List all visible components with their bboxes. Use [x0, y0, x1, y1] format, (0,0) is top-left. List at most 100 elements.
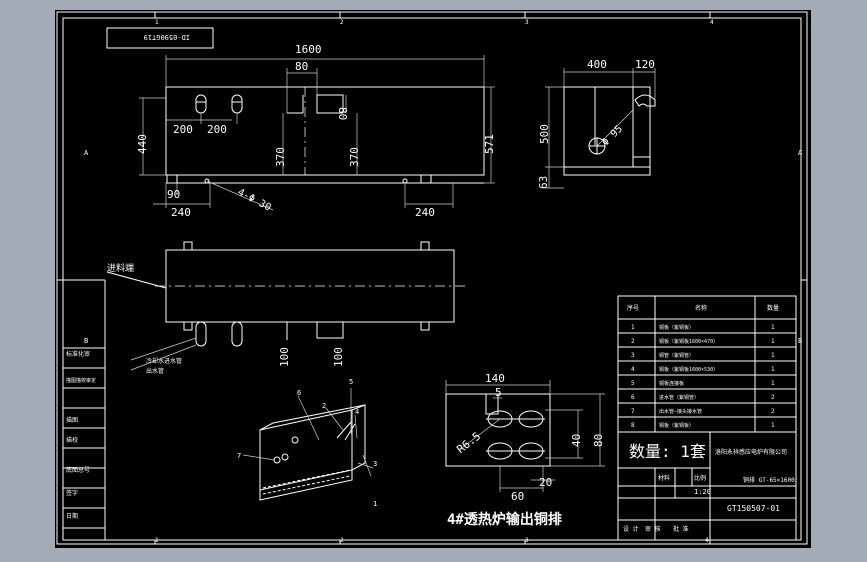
dim-240-right: 240 [415, 206, 435, 219]
dim-370-b: 370 [348, 147, 361, 167]
drawing-code-box [106, 27, 214, 49]
balloon-5: 5 [349, 378, 353, 386]
bom-cell-no: 3 [631, 352, 635, 359]
bom-cell-no: 8 [631, 422, 635, 429]
bom-cell-qty: 1 [771, 338, 775, 345]
dim-pipe-100-a: 100 [278, 347, 291, 367]
dim-side-63: 63 [537, 176, 550, 189]
balloon-4: 4 [355, 408, 359, 416]
bom-cell-no: 7 [631, 408, 635, 415]
dim-side-phi95: Φ 95 [600, 124, 625, 149]
left-col-7: 日期 [66, 512, 78, 520]
zone-top-4: 4 [710, 19, 714, 26]
zone-bottom-1: 1 [155, 537, 159, 544]
zone-right-a: A [798, 149, 803, 157]
balloon-1: 1 [373, 500, 377, 508]
dim-plate-80: 80 [592, 434, 605, 447]
outer-frame [56, 11, 808, 545]
bom-cell-no: 2 [631, 338, 635, 345]
bom-header-no: 序号 [627, 304, 639, 312]
isometric-view [259, 404, 366, 501]
bom-cell-qty: 2 [771, 394, 775, 401]
dim-holes: 4-Φ 30 [236, 187, 273, 214]
dim-side-500: 500 [538, 124, 551, 144]
zone-bottom-3: 3 [525, 537, 529, 544]
label-cooling-pipe-b: 出水管 [146, 367, 164, 375]
bom-cell-name: 铜板（紫铜板1600×470） [659, 338, 718, 345]
title-row-check: 审 核 [645, 525, 661, 533]
zone-bottom-2: 2 [340, 537, 344, 544]
top-view [106, 241, 465, 347]
bom-cell-qty: 1 [771, 352, 775, 359]
bom-table-grid [617, 295, 797, 433]
dim-370-a: 370 [274, 147, 287, 167]
bom-cell-name: 铜板（紫铜板） [659, 324, 694, 331]
balloon-6: 6 [297, 389, 301, 397]
zone-top-2: 2 [340, 19, 344, 26]
dim-plate-60: 60 [511, 490, 524, 503]
bom-cell-name: 铜板（紫铜板1600×530） [659, 366, 718, 373]
title-scale-label: 比例 [694, 474, 706, 482]
dim-plate-40: 40 [570, 434, 583, 447]
drawing-sheet: 1 2 3 4 1 2 3 4 A B A B ID-0590GT19 标准化审… [55, 10, 811, 548]
bom-cell-name: 出水管—接头接水管 [659, 408, 702, 415]
title-row-design: 设 计 [623, 525, 639, 533]
balloon-2: 2 [322, 402, 326, 410]
title-row-approve: 批 准 [673, 525, 689, 533]
left-col-2: 描图描校审定 [66, 377, 96, 384]
title-material-label: 材料 [658, 474, 670, 482]
left-col-3: 描图 [66, 416, 78, 424]
dim-side-120: 120 [635, 58, 655, 71]
bom-header-qty: 数量 [767, 304, 779, 312]
plate-dims [445, 380, 605, 492]
dim-80-gap: 80 [295, 60, 308, 73]
title-drawing-no: GT150507-01 [727, 504, 780, 513]
bom-cell-name: 铜管（紫铜管） [659, 352, 694, 359]
bom-header-name: 名称 [695, 304, 707, 312]
left-col-6: 签字 [66, 489, 78, 497]
inner-frame [62, 17, 802, 541]
zone-top-3: 3 [525, 19, 529, 26]
left-col-5: 底图总号 [66, 466, 90, 474]
title-block-grid [617, 431, 797, 541]
dim-pipe-100-b: 100 [332, 347, 345, 367]
zone-top-1: 1 [155, 19, 159, 26]
bom-cell-no: 1 [631, 324, 635, 331]
title-scale-value: 1:20 [694, 488, 711, 496]
dim-90: 90 [167, 188, 180, 201]
dim-plate-5: 5 [495, 386, 502, 399]
dim-80-height: 80 [336, 107, 349, 120]
left-column-grid [63, 279, 106, 540]
dim-200-b: 200 [207, 123, 227, 136]
bom-cell-qty: 1 [771, 380, 775, 387]
bom-cell-name: 铜板连接板 [659, 380, 684, 387]
side-view-dims [545, 68, 656, 189]
balloon-3: 3 [373, 460, 377, 468]
isometric-leaders [242, 388, 374, 477]
zone-ticks [57, 12, 807, 544]
plate-detail [445, 393, 551, 467]
dim-440: 440 [136, 134, 149, 154]
left-col-1: 标准化审 [66, 350, 90, 358]
title-quantity: 数量: 1套 [629, 442, 706, 461]
dim-571: 571 [483, 134, 496, 154]
dim-plate-140: 140 [485, 372, 505, 385]
dim-plate-r65: R6.5 [454, 429, 483, 456]
label-cooling-pipe: 冷却水进水管 [146, 357, 182, 365]
zone-left-b: B [84, 337, 88, 345]
label-inlet-end: 进料端 [107, 262, 134, 274]
bom-cell-no: 6 [631, 394, 635, 401]
left-col-4: 描校 [66, 436, 78, 444]
bom-rows: 1 铜板（紫铜板） 1 2 铜板（紫铜板1600×470） 1 3 铜管（紫铜管） 1 4 铜板（紫… [631, 324, 775, 429]
bom-cell-name: 铜板（紫铜板） [659, 422, 694, 429]
bom-cell-no: 4 [631, 366, 635, 373]
title-company: 洛阳永祥感应电炉有限公司 [715, 448, 787, 456]
front-view [165, 86, 485, 184]
dim-1600: 1600 [295, 43, 322, 56]
drawing-title: 4#透热炉输出铜排 [447, 511, 562, 528]
dim-240-left: 240 [171, 206, 191, 219]
bom-cell-no: 5 [631, 380, 635, 387]
zone-right-b: B [798, 337, 802, 345]
bom-cell-qty: 1 [771, 366, 775, 373]
front-view-dims [139, 55, 495, 211]
